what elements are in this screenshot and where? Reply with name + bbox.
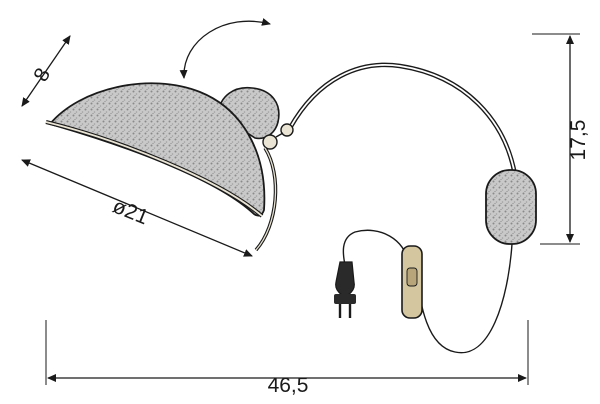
lamp-arm — [288, 62, 518, 176]
label-shade-depth: 8 — [29, 64, 55, 85]
lamp-socket — [217, 86, 294, 150]
curved-double-arrow-icon — [179, 18, 271, 79]
power-plug-icon — [334, 261, 356, 318]
inline-switch — [401, 245, 423, 319]
power-cable — [342, 229, 513, 354]
label-shade-diameter: ø21 — [109, 195, 151, 230]
dimension-total-width: 46,5 — [45, 320, 529, 397]
dimension-arm-height: 17,5 — [532, 33, 590, 245]
label-arm-height: 17,5 — [567, 120, 590, 161]
dimension-shade-depth: 8 — [21, 35, 71, 107]
wall-base — [485, 169, 537, 245]
label-total-width: 46,5 — [268, 374, 309, 397]
